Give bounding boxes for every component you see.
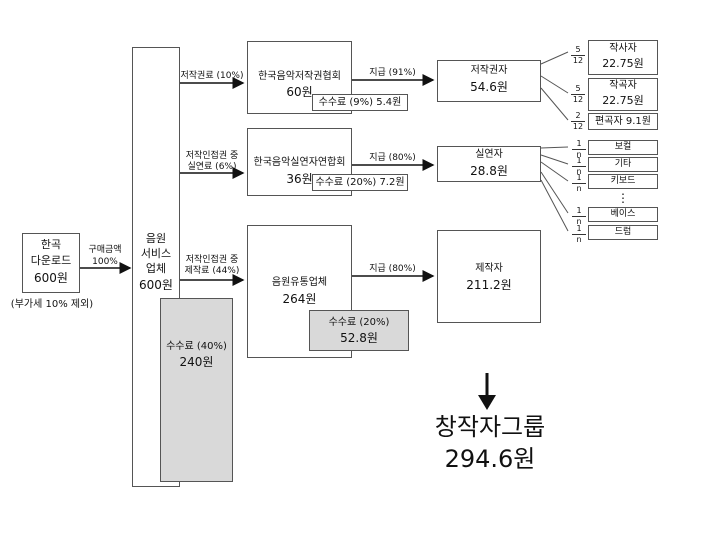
copyright-holder-amount: 54.6원 <box>470 80 508 94</box>
service-amount: 600원 <box>139 278 173 292</box>
source-price: 600원 <box>34 271 68 285</box>
distributor-fee-amount: 52.8원 <box>340 331 378 345</box>
composer-name: 작곡자 <box>609 80 637 91</box>
pay-label-3: 지급 (80%) <box>369 264 416 274</box>
producer-name: 제작자 <box>475 263 503 274</box>
copyright-assoc-box <box>247 41 352 114</box>
composer-box <box>588 78 658 111</box>
service-line3: 업체 <box>145 262 167 275</box>
copyright-assoc-amount: 60원 <box>286 85 313 99</box>
guitar-label: 기타 <box>614 159 632 169</box>
pay-label-2: 지급 (80%) <box>369 153 416 163</box>
distributor-fee-label: 수수료 (20%) <box>328 317 390 328</box>
performer-name: 실연자 <box>475 149 503 160</box>
vocal-label: 보컬 <box>614 142 632 152</box>
keyboard-box <box>588 174 658 189</box>
producer-box <box>437 230 541 323</box>
copyright-holder-box <box>437 60 541 102</box>
performer-amount: 28.8원 <box>470 164 508 178</box>
service-fee-box <box>160 298 233 482</box>
creator-group-amount: 294.6원 <box>444 445 536 473</box>
lyricist-box <box>588 40 658 75</box>
guitar-box <box>588 157 658 172</box>
source-line1: 한곡 <box>40 238 62 251</box>
lyricist-amount: 22.75원 <box>602 57 644 70</box>
lyricist-name: 작사자 <box>609 43 637 54</box>
service-line1: 음원 <box>145 232 167 245</box>
source-line2: 다운로드 <box>30 254 72 267</box>
service-fee-amount: 240원 <box>179 355 214 369</box>
pay-label-1: 지급 (91%) <box>369 68 416 78</box>
service-fee-label: 수수료 (40%) <box>166 341 227 352</box>
performer-fee-box <box>312 174 408 191</box>
distributor-fee-box <box>309 310 409 351</box>
keyboard-label: 키보드 <box>610 176 636 186</box>
vocal-box <box>588 140 658 155</box>
bass-box <box>588 207 658 222</box>
branch2-label-2: 실연료 (6%) <box>187 162 237 172</box>
drum-label: 드럼 <box>614 227 632 237</box>
distributor-amount: 264원 <box>282 292 317 306</box>
copyright-holder-name: 저작권자 <box>470 65 508 76</box>
producer-amount: 211.2원 <box>466 278 512 292</box>
branch3-label-1: 저작인접권 중 <box>185 255 239 265</box>
performer-assoc-amount: 36원 <box>286 172 313 186</box>
branch1-label: 저작권료 (10%) <box>180 71 244 81</box>
copyright-fee-box <box>312 94 408 111</box>
branch2-label-1: 저작인접권 중 <box>185 151 239 161</box>
purchase-label-1: 구매금액 <box>88 245 122 255</box>
distributor-name: 음원유통업체 <box>271 277 328 288</box>
performer-fee: 수수료 (20%) 7.2원 <box>315 177 405 188</box>
composer-amount: 22.75원 <box>602 94 644 107</box>
drum-box <box>588 225 658 240</box>
performer-box <box>437 146 541 182</box>
copyright-fee: 수수료 (9%) 5.4원 <box>318 97 402 108</box>
service-line2: 서비스 <box>140 247 172 260</box>
purchase-label-2: 100% <box>92 257 118 267</box>
source-box <box>22 233 80 293</box>
branch3-label-2: 제작료 (44%) <box>184 266 240 276</box>
bass-label: 베이스 <box>610 209 636 219</box>
vat-note: (부가세 10% 제외) <box>10 299 94 310</box>
copyright-assoc-name: 한국음악저작권협회 <box>258 71 341 82</box>
creator-group-title: 창작자그룹 <box>434 413 546 441</box>
ellipsis: ⋮ <box>617 191 629 205</box>
performer-assoc-name: 한국음악실연자연합회 <box>253 157 346 168</box>
arranger-box <box>588 113 658 130</box>
arranger-label: 편곡자 9.1원 <box>595 116 651 127</box>
